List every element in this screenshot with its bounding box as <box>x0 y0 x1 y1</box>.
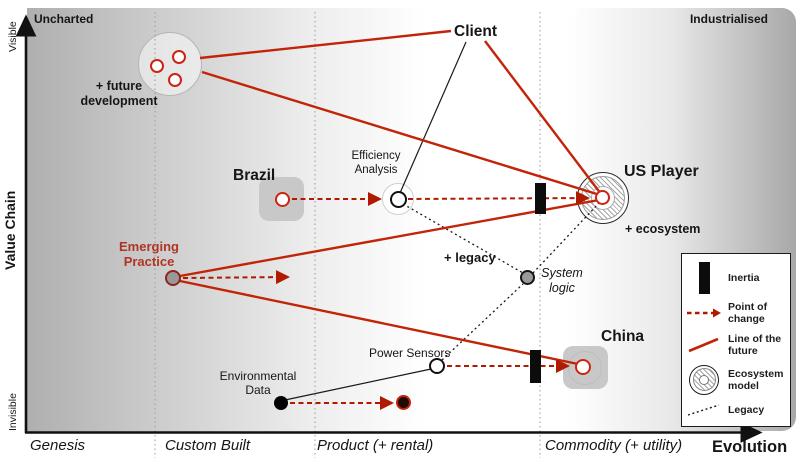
power-sensors-label: Power Sensors <box>369 346 451 360</box>
legend-label-point-of-change: Point of change <box>728 301 768 326</box>
stage-product-label: Product (+ rental) <box>317 437 434 454</box>
line-of-future-icon <box>684 336 724 354</box>
legend-label-line-of-future: Line of the future <box>728 332 782 357</box>
legend-item-point-of-change: Point of change <box>684 301 788 325</box>
client-label: Client <box>454 23 498 40</box>
future-development-node-2 <box>172 50 186 64</box>
invisible-label: Invisible <box>7 393 19 431</box>
emerging-practice-label: Emerging Practice <box>119 239 179 270</box>
stage-commodity-label: Commodity (+ utility) <box>545 437 683 454</box>
efficiency-analysis-label-line2: Analysis <box>354 163 398 176</box>
inertia-bar-us-player <box>535 183 546 214</box>
ecosystem-model-icon <box>684 364 724 395</box>
inertia-bar-icon <box>684 261 724 294</box>
system-logic-label-line1: System <box>541 266 583 280</box>
legend-item-inertia: Inertia <box>684 261 788 294</box>
legend-label-legacy: Legacy <box>728 404 765 417</box>
future-development-node-3 <box>168 73 182 87</box>
inertia-bar-china <box>530 350 541 383</box>
evolution-axis-title: Evolution <box>712 438 788 456</box>
uncharted-label: Uncharted <box>34 12 94 26</box>
point-of-change-arrows <box>182 191 590 410</box>
efficiency-analysis-label: Efficiency Analysis <box>351 150 400 177</box>
china-label: China <box>601 328 645 345</box>
system-logic-node <box>520 270 535 285</box>
environmental-data-label-line1: Environmental <box>219 369 297 383</box>
power-sensors-node <box>429 358 445 374</box>
environmental-data-label-line2: Data <box>245 383 271 398</box>
future-development-label: + future development <box>80 79 157 109</box>
environmental-data-label: Environmental Data <box>220 369 297 397</box>
system-logic-label-line2: logic <box>549 280 575 295</box>
future-development-label-line2: development <box>80 93 158 108</box>
efficiency-analysis-node <box>390 191 407 208</box>
legend-label-ecosystem-model: Ecosystem model <box>728 367 784 392</box>
point-of-change-arrow-icon <box>684 307 724 319</box>
environmental-data-node <box>274 396 288 410</box>
legacy-annotation: + legacy <box>444 250 496 265</box>
visible-label: Visible <box>7 21 19 52</box>
legacy-line-icon <box>684 402 724 418</box>
legend-item-line-of-future: Line of the future <box>684 333 788 357</box>
value-chain-axis-title: Value Chain <box>2 190 18 270</box>
stage-custom-built-label: Custom Built <box>165 437 251 454</box>
legacy-dotted-lines <box>402 202 600 361</box>
legend-label-inertia: Inertia <box>728 271 760 284</box>
us-player-label: US Player <box>624 163 699 180</box>
environmental-data-future-node <box>396 395 411 410</box>
emerging-practice-label-line1: Emerging <box>119 239 179 254</box>
industrialised-label: Industrialised <box>689 12 768 26</box>
brazil-label: Brazil <box>233 167 276 184</box>
evolution-gridlines <box>154 12 541 458</box>
efficiency-analysis-label-line1: Efficiency <box>351 150 401 162</box>
us-player-node <box>595 190 610 205</box>
legend-item-legacy: Legacy <box>684 402 788 418</box>
legend-item-ecosystem-model: Ecosystem model <box>684 364 788 395</box>
brazil-node <box>275 192 290 207</box>
emerging-practice-node <box>165 270 181 286</box>
dependency-lines <box>284 41 467 401</box>
lines-of-the-future <box>179 29 602 366</box>
stage-genesis-label: Genesis <box>30 437 86 454</box>
legend-box: Inertia Point of change Line of the futu… <box>681 253 791 427</box>
future-development-label-line1: + future <box>95 79 143 93</box>
system-logic-label: System logic <box>541 266 583 296</box>
us-player-ecosystem-annotation: + ecosystem <box>625 222 701 236</box>
china-node <box>575 359 591 375</box>
future-development-node-1 <box>150 59 164 73</box>
emerging-practice-label-line2: Practice <box>123 254 175 270</box>
